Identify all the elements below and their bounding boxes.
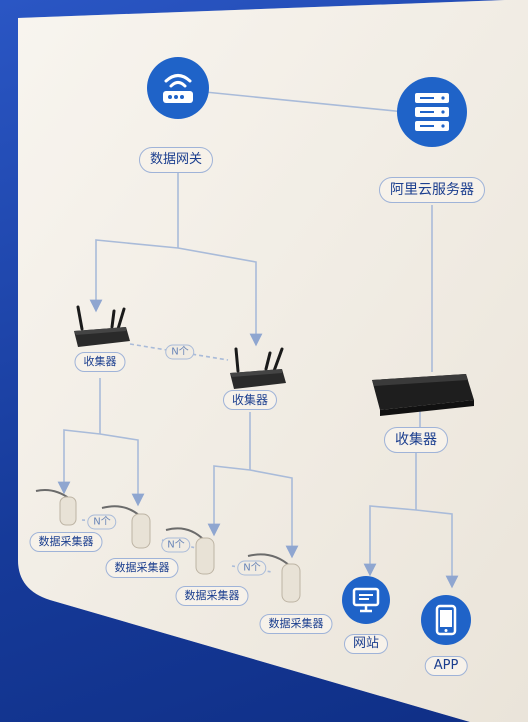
wifi-router-icon <box>147 57 209 119</box>
multiplicity-tag: N个 <box>87 514 117 530</box>
collector-left-label: 收集器 <box>74 352 126 372</box>
sensor-2-label: 数据采集器 <box>105 558 179 578</box>
sensor-clamp-icon <box>35 489 77 526</box>
multiplicity-tag: N个 <box>165 344 195 360</box>
multiplicity-tag: N个 <box>237 560 267 576</box>
server-rack-icon <box>397 77 467 147</box>
sensor-4-label: 数据采集器 <box>259 614 333 634</box>
sensor-clamp-icon <box>247 553 301 603</box>
monitor-icon <box>342 576 390 624</box>
sensor-clamp-icon <box>101 505 151 549</box>
aliyun-server-label: 阿里云服务器 <box>379 177 485 203</box>
set-top-box-icon <box>372 374 474 416</box>
antenna-router-icon <box>74 305 130 347</box>
website-label: 网站 <box>343 634 389 654</box>
collector-mid-label: 收集器 <box>222 390 278 410</box>
smartphone-icon <box>421 595 471 645</box>
sensor-3-label: 数据采集器 <box>175 586 249 606</box>
antenna-router-icon <box>230 347 286 389</box>
gateway-label: 数据网关 <box>138 147 214 173</box>
app-label: APP <box>424 656 468 676</box>
collector-right-label: 收集器 <box>384 427 448 453</box>
sensor-1-label: 数据采集器 <box>29 532 103 552</box>
multiplicity-tag: N个 <box>161 537 191 553</box>
sensor-clamp-icon <box>165 527 215 575</box>
